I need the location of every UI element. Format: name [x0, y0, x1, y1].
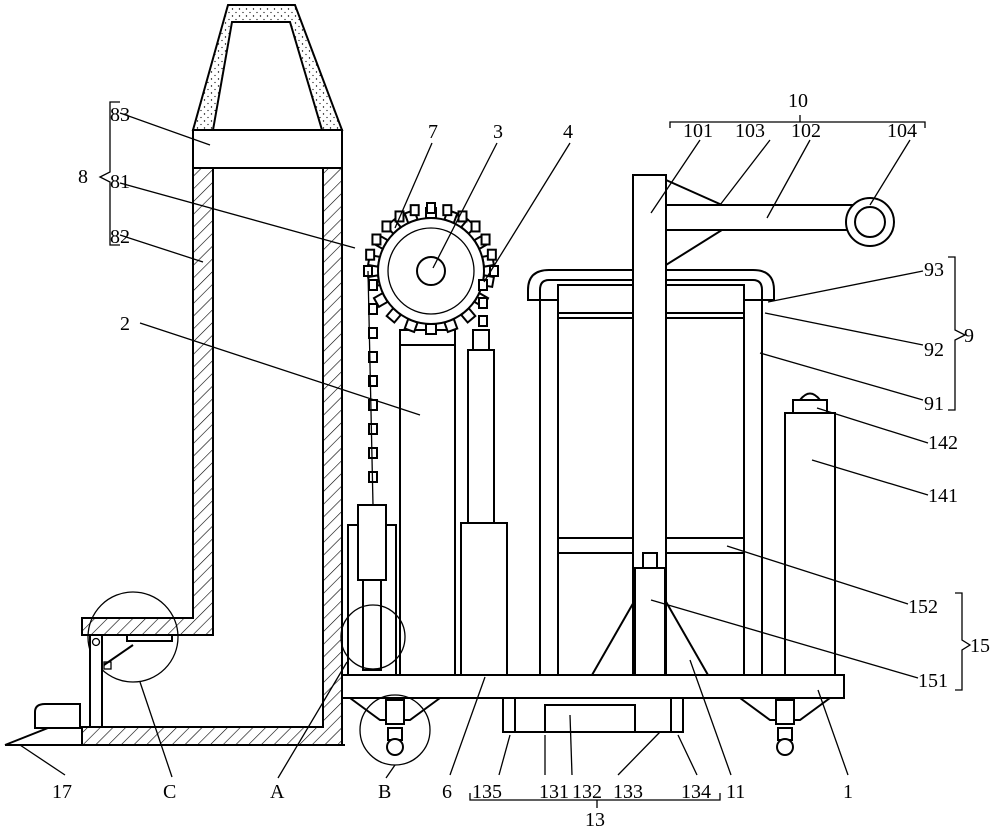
sprocket-and-chain: [363, 202, 499, 506]
label-9: 9: [964, 325, 974, 347]
label-11: 11: [726, 781, 745, 803]
label-3: 3: [493, 121, 503, 143]
lift-frame: [399, 329, 456, 676]
label-a: A: [270, 781, 285, 803]
center-lift: [591, 552, 709, 676]
label-92: 92: [924, 339, 944, 361]
sprocket-tooth: [425, 323, 437, 335]
label-7: 7: [428, 121, 438, 143]
label-152: 152: [908, 596, 938, 618]
chain-link: [486, 248, 497, 261]
chain-link: [368, 375, 378, 387]
chain-link: [368, 423, 378, 435]
label-b: B: [378, 781, 391, 803]
label-131: 131: [539, 781, 569, 803]
label-142: 142: [928, 432, 958, 454]
chain-link: [368, 303, 378, 315]
label-82: 82: [110, 226, 130, 248]
under-deck-box: [502, 697, 684, 733]
chain-cylinder: [340, 504, 406, 676]
label-103: 103: [735, 120, 765, 142]
label-15: 15: [970, 635, 990, 657]
chain-link: [478, 315, 488, 327]
leader-lines: [19, 101, 972, 808]
label-10: 10: [788, 90, 808, 112]
chain-link: [368, 447, 378, 459]
label-132: 132: [572, 781, 602, 803]
label-134: 134: [681, 781, 711, 803]
side-column: [784, 392, 836, 676]
cart-deck: [341, 674, 845, 699]
label-1: 1: [843, 781, 853, 803]
chain-link: [480, 233, 491, 246]
chain-link: [368, 279, 378, 291]
boom-arm: [632, 174, 895, 676]
wheel-right: [739, 697, 831, 756]
label-81: 81: [110, 171, 130, 193]
label-141: 141: [928, 485, 958, 507]
chain-link: [365, 248, 376, 261]
label-104: 104: [887, 120, 917, 142]
label-8: 8: [78, 166, 88, 188]
chain-link: [478, 279, 488, 291]
label-133: 133: [613, 781, 643, 803]
part-labels: 83 8 81 82 2 7 3 4 10 101 103 102 104 93…: [52, 90, 990, 831]
chain-link: [478, 297, 488, 309]
chain-strand: [367, 270, 374, 506]
label-13: 13: [585, 809, 605, 831]
label-83: 83: [110, 104, 130, 126]
chain-link: [426, 202, 436, 214]
label-91: 91: [924, 393, 944, 415]
detail-c-latch: [87, 591, 179, 728]
chain-link: [368, 327, 378, 339]
hydraulic-cylinder-6: [460, 329, 508, 676]
label-17: 17: [52, 781, 72, 803]
label-4: 4: [563, 121, 573, 143]
label-c: C: [163, 781, 176, 803]
chain-link: [381, 220, 392, 233]
label-2: 2: [120, 313, 130, 335]
chain-link: [368, 351, 378, 363]
label-135: 135: [472, 781, 502, 803]
label-6: 6: [442, 781, 452, 803]
label-151: 151: [918, 670, 948, 692]
label-102: 102: [791, 120, 821, 142]
label-101: 101: [683, 120, 713, 142]
chain-link: [442, 204, 453, 217]
chain-link: [371, 233, 382, 246]
tank-column: [81, 4, 344, 746]
chain-link: [409, 204, 420, 217]
label-93: 93: [924, 259, 944, 281]
wheel-b: [349, 694, 441, 766]
chain-link: [470, 220, 481, 233]
